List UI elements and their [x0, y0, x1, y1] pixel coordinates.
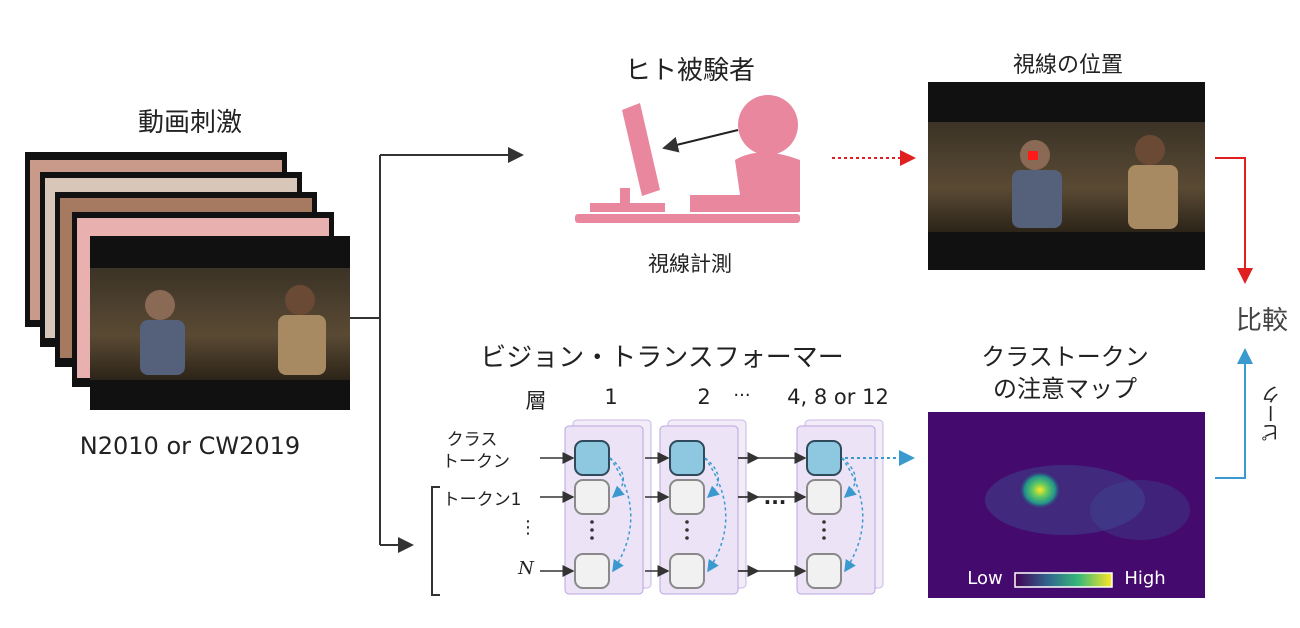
attention-arrow	[704, 457, 720, 498]
layer-label: 層	[525, 389, 547, 413]
attention-arrow	[609, 457, 632, 573]
attention-arrow	[841, 457, 864, 573]
colorbar	[1014, 572, 1113, 588]
vit-layers	[540, 419, 915, 595]
gaze-point	[1028, 151, 1038, 160]
vdot	[685, 528, 689, 532]
token-n-label: N	[518, 558, 534, 579]
layer-ellipsis: ···	[733, 385, 751, 406]
token-cell	[806, 479, 842, 515]
vit-title: ビジョン・トランスフォーマー	[480, 343, 844, 373]
gaze-frame	[928, 82, 1205, 270]
vdot	[822, 520, 826, 524]
token-bracket	[431, 486, 440, 596]
peak-label: ピーク	[1261, 385, 1283, 442]
blue-compare-arrow	[1215, 348, 1253, 479]
token-cell	[669, 553, 705, 589]
layers-ellipsis: ···	[763, 490, 787, 514]
class-token-label-1: クラス	[446, 430, 498, 450]
class-token-cell	[669, 440, 705, 476]
attention-arrow	[841, 457, 857, 498]
layer-2-label: 2	[697, 385, 711, 409]
gaze-title: 視線の位置	[1012, 53, 1124, 78]
eye-tracking-caption: 視線計測	[648, 252, 732, 276]
layer-1-label: 1	[604, 385, 618, 409]
vdot	[685, 520, 689, 524]
colorbar-high: High	[1124, 568, 1166, 589]
token-1-label: トークン1	[442, 490, 522, 510]
attention-title-1: クラストークン	[981, 343, 1149, 371]
class-token-label-2: トークン	[442, 452, 510, 472]
attention-map	[928, 412, 1205, 598]
video-title: 動画刺激	[137, 108, 243, 138]
vdot	[590, 528, 594, 532]
colorbar-low: Low	[967, 568, 1003, 589]
vdot	[590, 520, 594, 524]
vdot	[822, 528, 826, 532]
token-cell	[574, 553, 610, 589]
compare-label: 比較	[1235, 306, 1289, 336]
layer-last-label: 4, 8 or 12	[787, 385, 889, 409]
class-token-cell	[806, 440, 842, 476]
attention-title-2: の注意マップ	[993, 375, 1137, 403]
vdot	[822, 536, 826, 540]
branch-arrows	[350, 147, 524, 553]
attention-arrow	[704, 457, 727, 573]
token-cell	[574, 479, 610, 515]
vdot	[685, 536, 689, 540]
token-cell	[669, 479, 705, 515]
red-compare-arrow	[1215, 157, 1253, 284]
token-cell	[806, 553, 842, 589]
dataset-caption: N2010 or CW2019	[79, 432, 301, 460]
attention-arrow	[609, 457, 625, 498]
video-frame-stack	[25, 152, 350, 410]
eye-tracking-icon	[575, 95, 800, 223]
class-token-cell	[574, 440, 610, 476]
human-title: ヒト被験者	[624, 56, 756, 86]
vdot	[590, 536, 594, 540]
token-vdots: ⋮	[519, 517, 537, 538]
